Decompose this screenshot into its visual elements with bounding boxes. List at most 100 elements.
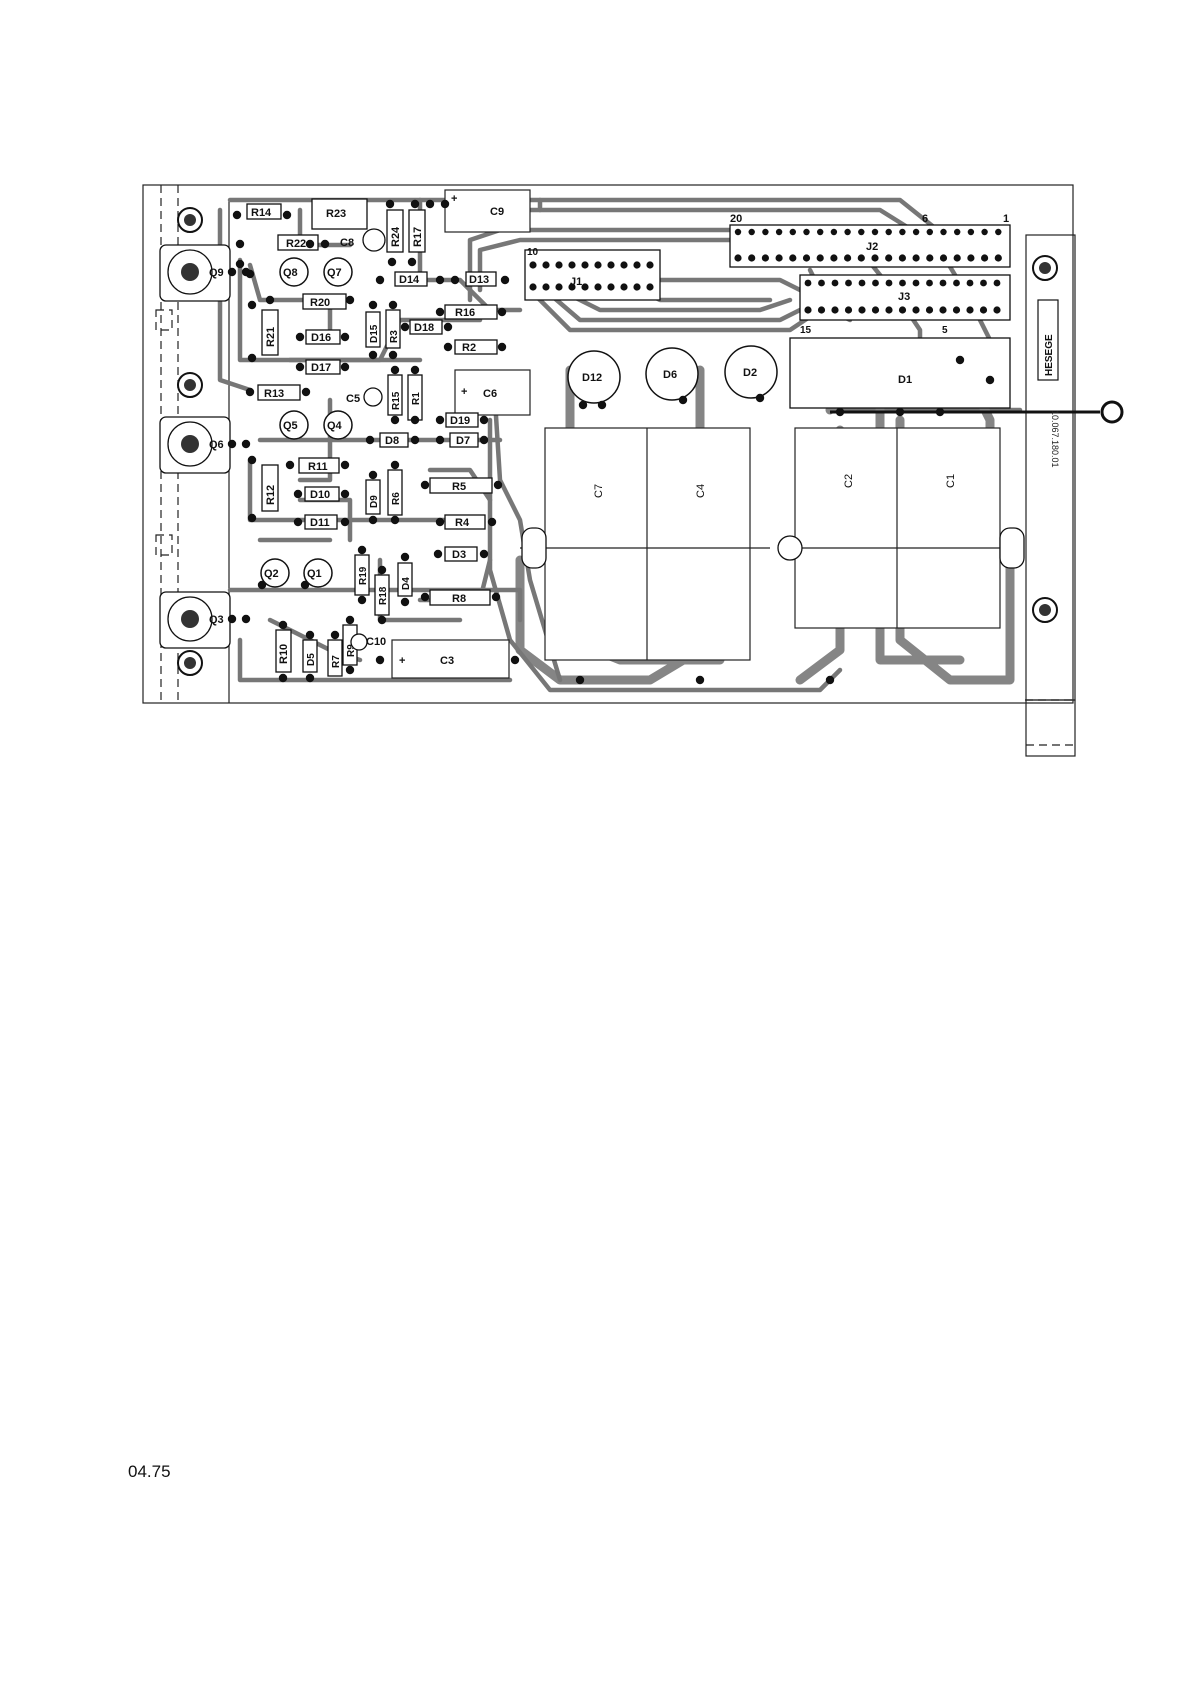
- solder-pad: [441, 200, 449, 208]
- solder-pad: [444, 343, 452, 351]
- mount-hole-center: [1039, 262, 1051, 274]
- solder-pad: [248, 354, 256, 362]
- d13-label: D13: [469, 274, 489, 286]
- solder-pad: [896, 408, 904, 416]
- r9-label: R4: [455, 517, 470, 529]
- j3-annex-block: [790, 338, 1010, 408]
- solder-pad: [830, 254, 837, 261]
- solder-pad: [646, 261, 653, 268]
- solder-pad: [993, 306, 1000, 313]
- c6-plus: +: [461, 386, 467, 398]
- solder-pad: [633, 283, 640, 290]
- q6-label: Q6: [209, 439, 224, 451]
- q5-label: Q5: [283, 420, 298, 432]
- solder-pad: [790, 229, 796, 235]
- r23-label: R23: [326, 208, 346, 220]
- c8-label: C8: [340, 237, 354, 249]
- solder-pad: [967, 280, 974, 287]
- solder-pad: [858, 254, 865, 261]
- solder-pad: [421, 481, 429, 489]
- solder-pad: [411, 200, 419, 208]
- r12-label: R12: [265, 485, 277, 505]
- solder-pad: [480, 550, 488, 558]
- solder-pad: [389, 351, 397, 359]
- solder-pad: [436, 416, 444, 424]
- j3-label: J3: [898, 291, 910, 303]
- page-number: 04.75: [128, 1462, 171, 1482]
- solder-pad: [242, 615, 250, 623]
- j2-pin-mid-label: 6: [922, 213, 928, 225]
- q9-label: Q9: [209, 267, 224, 279]
- solder-pad: [899, 306, 906, 313]
- solder-pad: [358, 546, 366, 554]
- solder-pad: [401, 553, 409, 561]
- solder-pad: [845, 280, 852, 287]
- r11-label: R11: [308, 461, 328, 473]
- solder-pad: [899, 280, 906, 287]
- solder-pad: [294, 518, 302, 526]
- solder-pad: [980, 280, 987, 287]
- trace: [640, 280, 820, 300]
- d15-label: D15: [369, 324, 380, 343]
- solder-pad: [246, 388, 254, 396]
- r1-label: R8: [452, 593, 466, 605]
- solder-pad: [568, 283, 575, 290]
- solder-pad: [341, 333, 349, 341]
- c6-label: C6: [483, 388, 497, 400]
- q3-screw: [181, 610, 199, 628]
- solder-pad: [236, 240, 244, 248]
- d8-label: D8: [385, 435, 399, 447]
- solder-pad: [581, 261, 588, 268]
- solder-pad: [598, 401, 606, 409]
- solder-pad: [594, 283, 601, 290]
- q3-label: Q3: [209, 614, 224, 626]
- d4-label: D4: [401, 577, 412, 590]
- solder-pad: [411, 436, 419, 444]
- solder-pad: [498, 308, 506, 316]
- ground-ring-lug: [1102, 402, 1122, 422]
- bracket-marker-top: [156, 310, 172, 330]
- solder-pad: [228, 440, 236, 448]
- solder-pad: [279, 621, 287, 629]
- solder-pad: [995, 229, 1001, 235]
- d14-label: D14: [399, 274, 420, 286]
- d11-label: D11: [310, 517, 330, 529]
- solder-pad: [858, 306, 865, 313]
- solder-pad: [511, 656, 519, 664]
- solder-pad: [306, 240, 314, 248]
- solder-pad: [498, 343, 506, 351]
- solder-pad: [492, 593, 500, 601]
- solder-pad: [831, 306, 838, 313]
- solder-pad: [981, 254, 988, 261]
- solder-pad: [646, 283, 653, 290]
- solder-pad: [954, 254, 961, 261]
- solder-pad: [994, 280, 1001, 287]
- solder-pad: [346, 296, 354, 304]
- solder-pad: [899, 254, 906, 261]
- j3-pin-first-label: 15: [800, 325, 812, 336]
- q8-label: Q8: [283, 267, 298, 279]
- solder-pad: [939, 306, 946, 313]
- solder-pad: [886, 280, 893, 287]
- solder-pad: [607, 283, 614, 290]
- r19-label: R3: [389, 330, 400, 343]
- solder-pad: [391, 516, 399, 524]
- r16-label: R16: [455, 307, 475, 319]
- d6-label: D6: [663, 369, 677, 381]
- solder-pad: [844, 254, 851, 261]
- solder-pad: [411, 366, 419, 374]
- solder-pad: [341, 363, 349, 371]
- c10-body: [351, 634, 367, 650]
- solder-pad: [542, 261, 549, 268]
- solder-pad: [436, 518, 444, 526]
- r15-label: R15: [391, 391, 402, 410]
- solder-pad: [233, 211, 241, 219]
- c7-label: C7: [593, 484, 605, 498]
- solder-pad: [967, 254, 974, 261]
- solder-pad: [871, 254, 878, 261]
- solder-pad: [579, 401, 587, 409]
- solder-pad: [279, 674, 287, 682]
- solder-pad: [242, 268, 250, 276]
- solder-pad: [872, 280, 879, 287]
- solder-pad: [844, 229, 850, 235]
